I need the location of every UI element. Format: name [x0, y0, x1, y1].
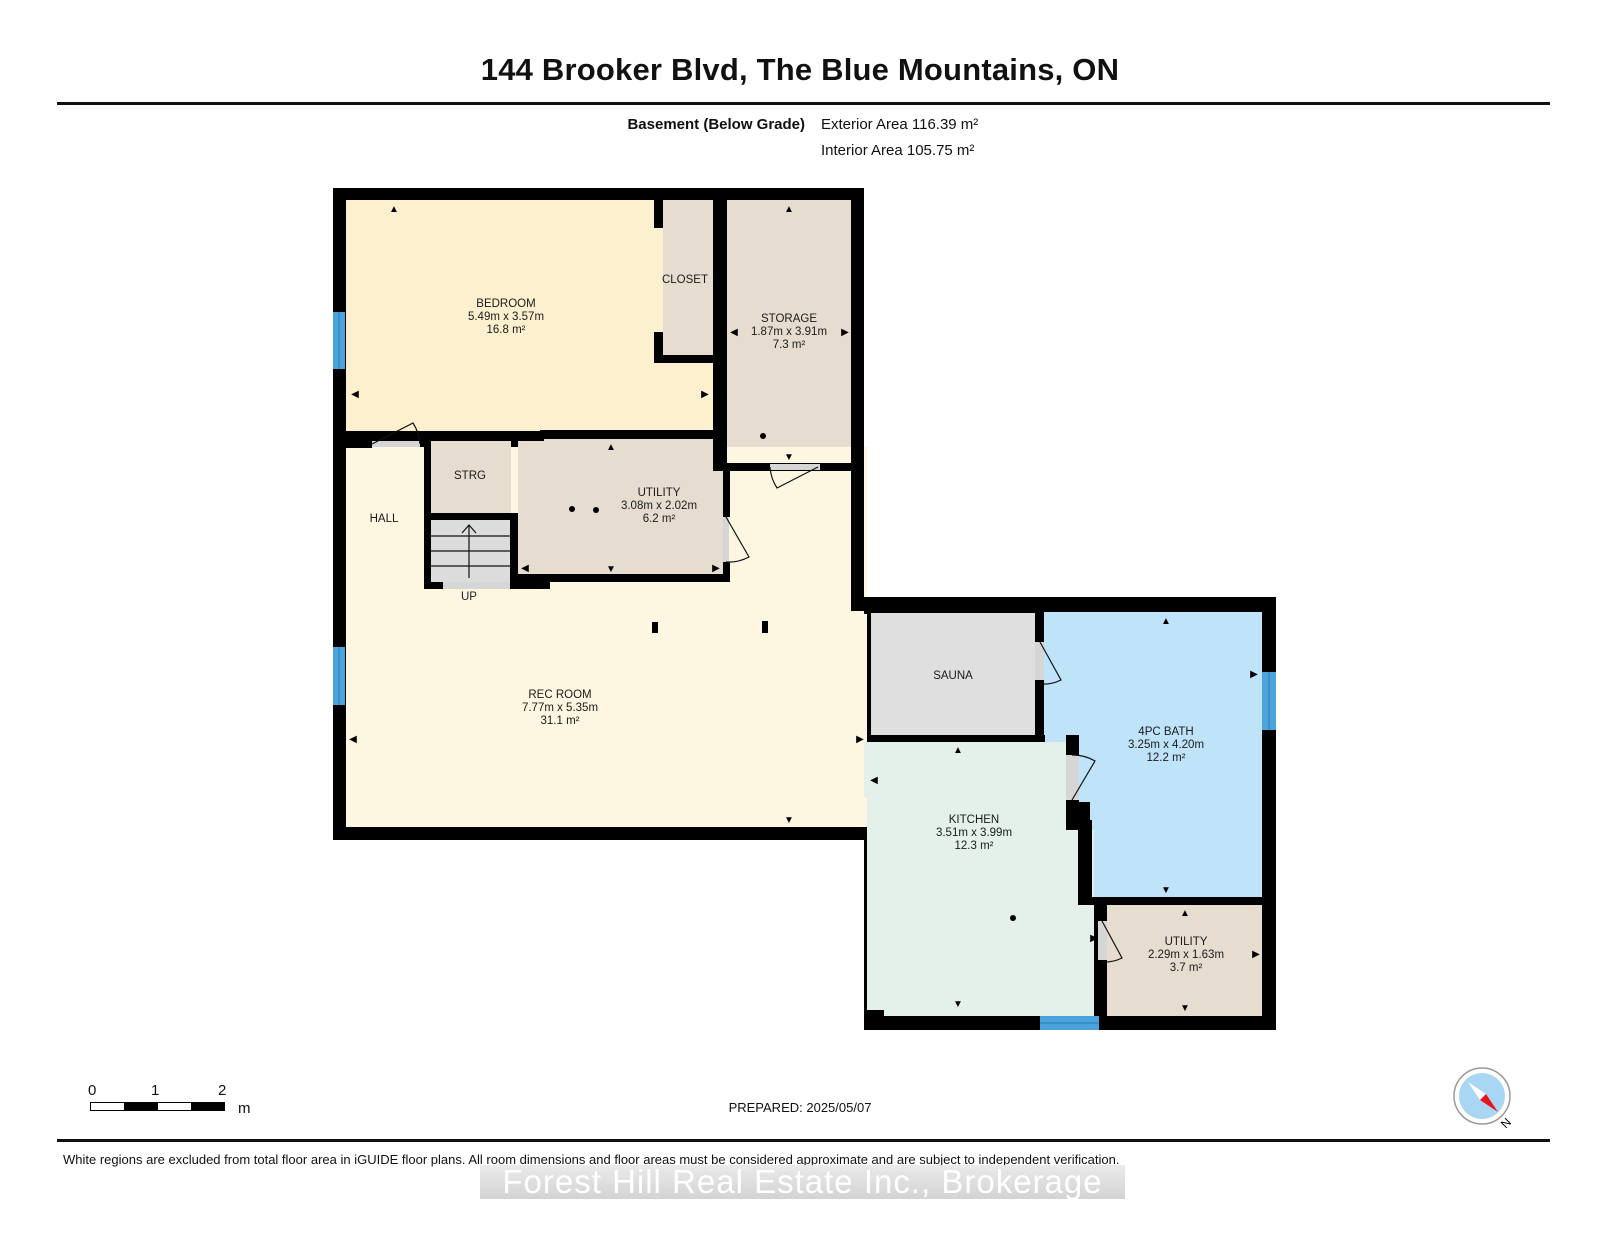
svg-text:◀: ◀: [730, 327, 738, 338]
page-title: 144 Brooker Blvd, The Blue Mountains, ON: [480, 52, 1120, 87]
footer-divider: [57, 1139, 1550, 1142]
utility2-dims: 2.29m x 1.63m: [1148, 949, 1224, 961]
storage-dims: 1.87m x 3.91m: [751, 326, 827, 338]
fixtures: [569, 433, 1016, 921]
scale-bar: 0 1 2 m: [88, 1082, 268, 1122]
svg-text:◀: ◀: [870, 775, 878, 786]
storage-area: 7.3 m²: [773, 339, 806, 351]
brokerage-watermark: Forest Hill Real Estate Inc., Brokerage: [480, 1165, 1125, 1199]
svg-text:▶: ▶: [1250, 669, 1258, 680]
room-closet: [663, 200, 713, 360]
svg-text:▶: ▶: [1090, 933, 1098, 944]
kitchen-area: 12.3 m²: [955, 840, 994, 852]
kitchen-name: KITCHEN: [949, 814, 999, 826]
dimension-markers: ▲ ◀ ▶ ▲ ◀ ▶ ▼ ▲ ▼ ◀ ▶ ◀ ▶ ▼ ▲ ▶ ▼ ▲ ◀ ▶ …: [349, 204, 1260, 1014]
sauna-name: SAUNA: [933, 670, 973, 682]
svg-text:◀: ◀: [351, 389, 359, 400]
svg-text:◀: ◀: [521, 563, 529, 574]
doors[interactable]: [371, 422, 1123, 963]
storage-name: STORAGE: [761, 313, 817, 325]
bedroom-name: BEDROOM: [476, 298, 535, 310]
stair-landing: [443, 582, 510, 589]
rooms: [346, 200, 1262, 1016]
room-utility1: [518, 439, 723, 574]
svg-text:▼: ▼: [784, 815, 794, 826]
svg-text:▼: ▼: [1161, 885, 1171, 896]
svg-text:▶: ▶: [841, 327, 849, 338]
room-strg: [431, 439, 511, 513]
scale-tick-2: 2: [218, 1082, 227, 1099]
utility1-dims: 3.08m x 2.02m: [621, 500, 697, 512]
scale-unit: m: [238, 1100, 251, 1117]
exterior-area: Exterior Area 116.39 m²: [821, 116, 979, 133]
bedroom-dims: 5.49m x 3.57m: [468, 311, 544, 323]
svg-text:▼: ▼: [1180, 1003, 1190, 1014]
stair-treads: [431, 524, 510, 578]
utility2-area: 3.7 m²: [1170, 962, 1203, 974]
utility1-name: UTILITY: [638, 487, 681, 499]
strg-name: STRG: [454, 470, 486, 482]
svg-text:▼: ▼: [606, 564, 616, 575]
interior-area: Interior Area 105.75 m²: [821, 142, 975, 159]
scale-tick-0: 0: [88, 1082, 97, 1099]
room-labels: BEDROOM 5.49m x 3.57m 16.8 m² CLOSET STO…: [370, 274, 1224, 974]
rec-room-area: 31.1 m²: [541, 715, 580, 727]
svg-text:▲: ▲: [1180, 908, 1190, 919]
svg-text:◀: ◀: [349, 734, 357, 745]
svg-text:▲: ▲: [784, 204, 794, 215]
svg-text:▶: ▶: [1252, 949, 1260, 960]
room-bath: [1044, 612, 1262, 742]
svg-text:▲: ▲: [606, 442, 616, 453]
svg-text:▼: ▼: [953, 999, 963, 1010]
windows: [333, 312, 1276, 1030]
utility1-area: 6.2 m²: [643, 513, 676, 525]
disclaimer-text: White regions are excluded from total fl…: [63, 1152, 1120, 1167]
prepared-date: PREPARED: 2025/05/07: [728, 1100, 872, 1115]
stairs-label: UP: [461, 591, 477, 603]
scale-tick-1: 1: [151, 1082, 160, 1099]
svg-text:▲: ▲: [953, 745, 963, 756]
rec-room-name: REC ROOM: [528, 689, 591, 701]
level-label: Basement (Below Grade): [627, 116, 805, 133]
svg-text:▲: ▲: [1161, 616, 1171, 627]
svg-text:▶: ▶: [856, 734, 864, 745]
room-storage: [727, 200, 851, 464]
hall-name: HALL: [370, 513, 399, 525]
kitchen-dims: 3.51m x 3.99m: [936, 827, 1012, 839]
bedroom-area: 16.8 m²: [487, 324, 526, 336]
svg-text:▼: ▼: [784, 452, 794, 463]
svg-text:▶: ▶: [712, 563, 720, 574]
compass-north-label: N: [1498, 1115, 1514, 1131]
compass-icon: N: [1453, 1067, 1514, 1131]
room-sauna: [871, 613, 1035, 736]
closet-name: CLOSET: [662, 274, 708, 286]
bath-dims: 3.25m x 4.20m: [1128, 739, 1204, 751]
room-utility2: [1107, 905, 1262, 1016]
svg-text:▲: ▲: [389, 204, 399, 215]
header-divider: [57, 102, 1550, 105]
utility2-name: UTILITY: [1165, 936, 1208, 948]
bath-area: 12.2 m²: [1147, 752, 1186, 764]
rec-room-dims: 7.77m x 5.35m: [522, 702, 598, 714]
bath-name: 4PC BATH: [1138, 726, 1193, 738]
svg-text:▶: ▶: [701, 389, 709, 400]
